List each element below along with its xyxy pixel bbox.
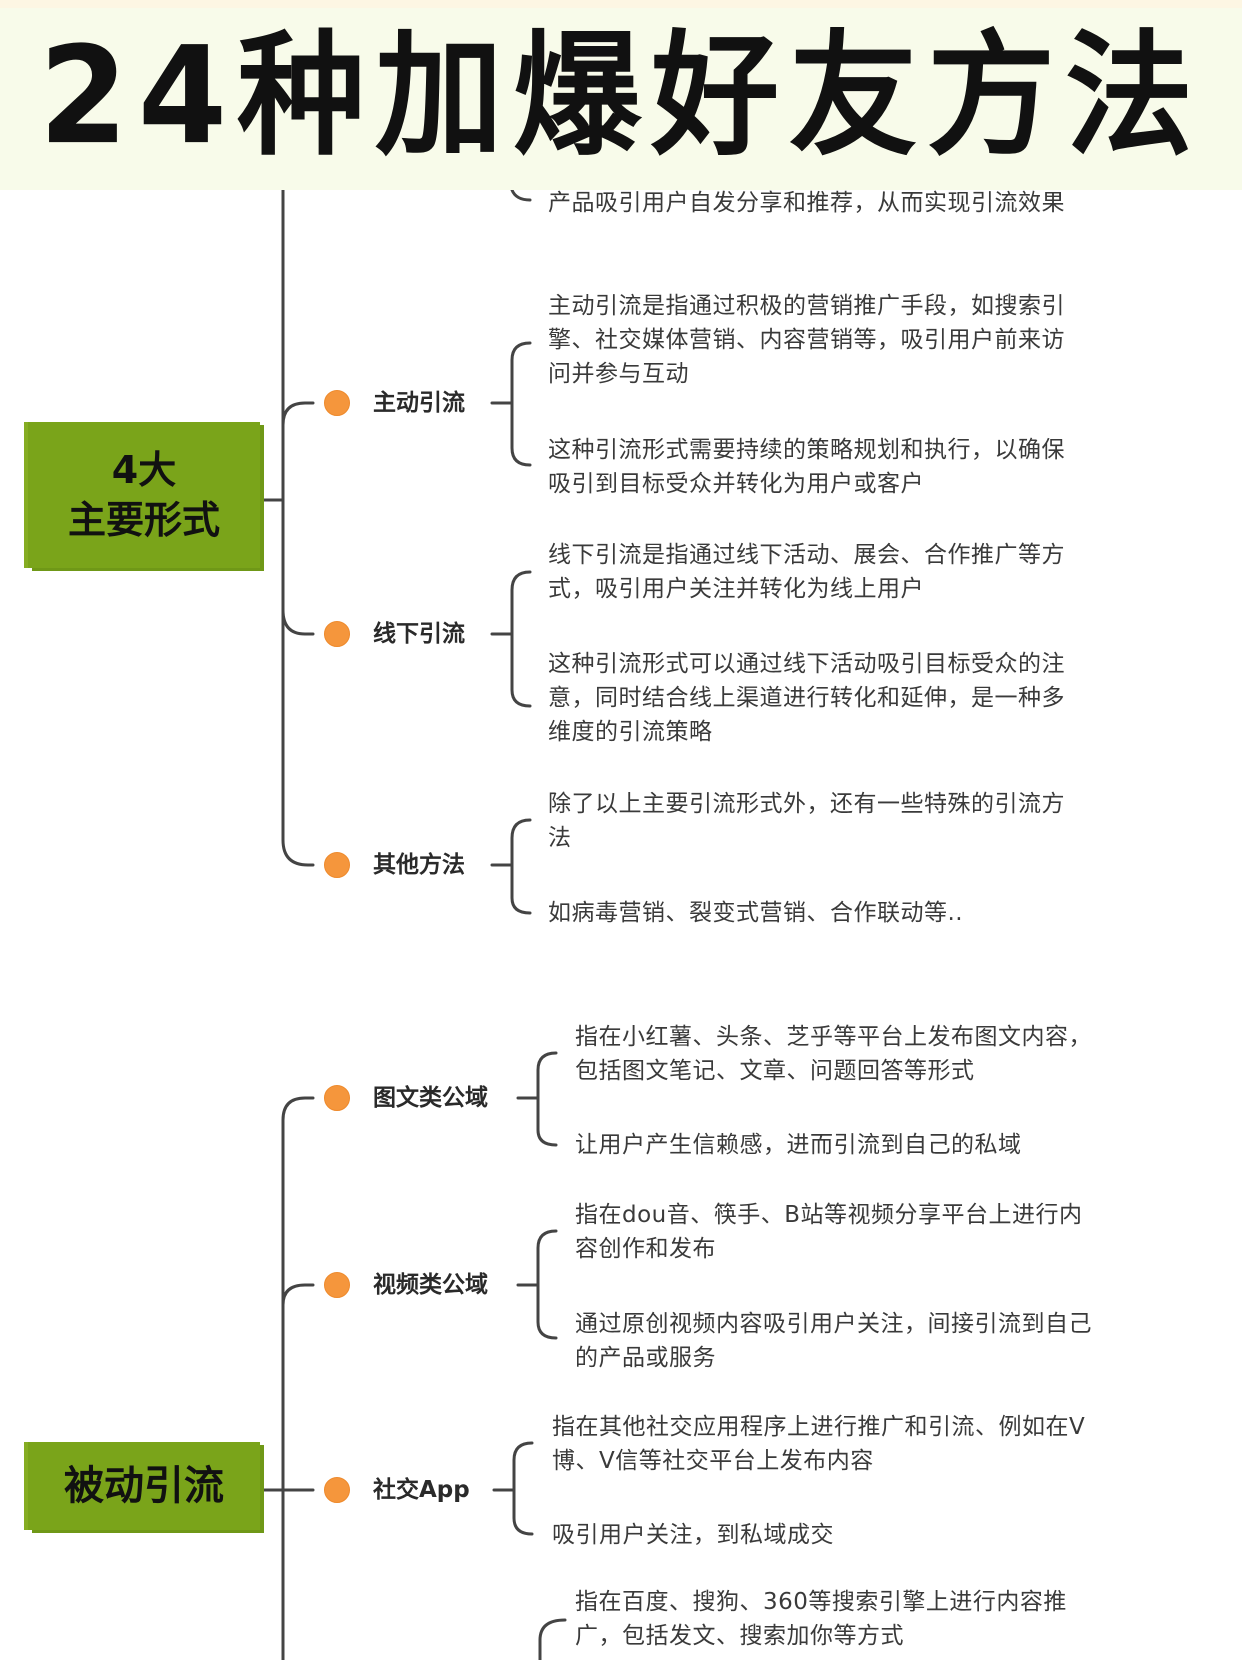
- root-node-line1: 4大: [111, 448, 177, 492]
- leaf-text: 除了以上主要引流形式外，还有一些特殊的引流方法: [548, 791, 1065, 851]
- leaf-text: 指在小红薯、头条、芝乎等平台上发布图文内容，包括图文笔记、文章、问题回答等形式: [575, 1024, 1092, 1084]
- bullet-icon: [324, 1085, 350, 1111]
- leaf-text: 这种引流形式需要持续的策略规划和执行，以确保吸引到目标受众并转化为用户或客户: [548, 437, 1065, 497]
- leaf-text: 让用户产生信赖感，进而引流到自己的私域: [575, 1132, 1022, 1158]
- leaf-text: 指在dou音、筷手、B站等视频分享平台上进行内容创作和发布: [575, 1202, 1083, 1262]
- root-node-passive-traffic: 被动引流: [28, 1442, 260, 1530]
- leaf-text: 吸引用户关注，到私域成交: [552, 1522, 834, 1548]
- branch-other-methods: 其他方法: [373, 852, 465, 878]
- bullet-icon: [324, 621, 350, 647]
- leaf-text: 指在百度、搜狗、360等搜索引擎上进行内容推广，包括发文、搜索加你等方式: [575, 1589, 1067, 1649]
- bullet-icon: [324, 852, 350, 878]
- leaf-text: 这种引流形式可以通过线下活动吸引目标受众的注意，同时结合线上渠道进行转化和延伸，…: [548, 651, 1065, 745]
- root-node-line2: 主要形式: [67, 498, 220, 542]
- leaf-text: 产品吸引用户自发分享和推荐，从而实现引流效果: [548, 190, 1065, 216]
- leaf-text: 主动引流是指通过积极的营销推广手段，如搜索引擎、社交媒体营销、内容营销等，吸引用…: [548, 293, 1065, 387]
- leaf-text: 指在其他社交应用程序上进行推广和引流、例如在V博、V信等社交平台上发布内容: [552, 1414, 1086, 1474]
- title-banner: 24种加爆好友方法: [0, 0, 1242, 190]
- bullet-icon: [324, 1477, 350, 1503]
- branch-active-traffic: 主动引流: [373, 390, 465, 416]
- page-title: 24种加爆好友方法: [38, 18, 1204, 175]
- branch-image-text-public: 图文类公域: [373, 1085, 488, 1111]
- branch-social-app: 社交App: [373, 1477, 470, 1503]
- bullet-icon: [324, 1272, 350, 1298]
- root-node-label: 被动引流: [64, 1463, 224, 1509]
- leaf-text: 如病毒营销、裂变式营销、合作联动等..: [548, 900, 964, 926]
- bullet-icon: [324, 390, 350, 416]
- branch-offline-traffic: 线下引流: [373, 621, 465, 647]
- leaf-text: 线下引流是指通过线下活动、展会、合作推广等方式，吸引用户关注并转化为线上用户: [548, 542, 1065, 602]
- branch-video-public: 视频类公域: [373, 1272, 488, 1298]
- root-node-main-forms: 4大 主要形式: [28, 422, 260, 568]
- leaf-text: 通过原创视频内容吸引用户关注，间接引流到自己的产品或服务: [575, 1311, 1092, 1371]
